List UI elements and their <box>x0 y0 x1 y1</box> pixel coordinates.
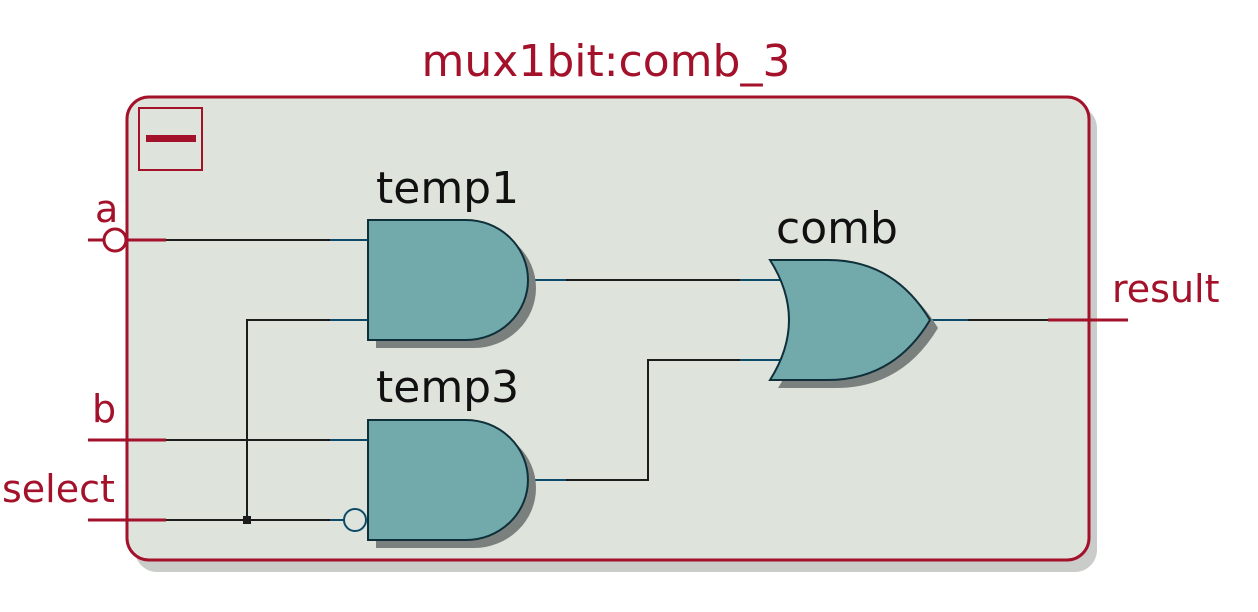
gate-temp3-label: temp3 <box>376 362 519 413</box>
module-title: mux1bit:comb_3 <box>422 36 791 87</box>
gate-comb-label: comb <box>776 203 898 254</box>
port-b-label: b <box>92 387 116 431</box>
port-a[interactable] <box>88 227 166 253</box>
gate-temp1-label: temp1 <box>376 163 519 214</box>
invert-bubble-icon <box>102 227 128 253</box>
wires <box>166 239 1048 524</box>
and-gate-icon <box>367 419 529 541</box>
and-gate-icon <box>367 219 529 341</box>
minus-icon <box>146 135 196 142</box>
port-a-label: a <box>95 187 118 231</box>
gate-comb[interactable] <box>768 259 938 388</box>
or-gate-icon <box>768 259 932 381</box>
port-result-label: result <box>1112 267 1220 311</box>
module-box[interactable] <box>125 95 1091 562</box>
invert-bubble-icon <box>343 508 367 532</box>
wire-junction <box>243 516 251 524</box>
collapse-button[interactable] <box>138 107 203 171</box>
port-select-label: select <box>2 467 115 511</box>
gate-temp1[interactable] <box>367 219 536 348</box>
gate-temp3[interactable] <box>367 419 536 548</box>
